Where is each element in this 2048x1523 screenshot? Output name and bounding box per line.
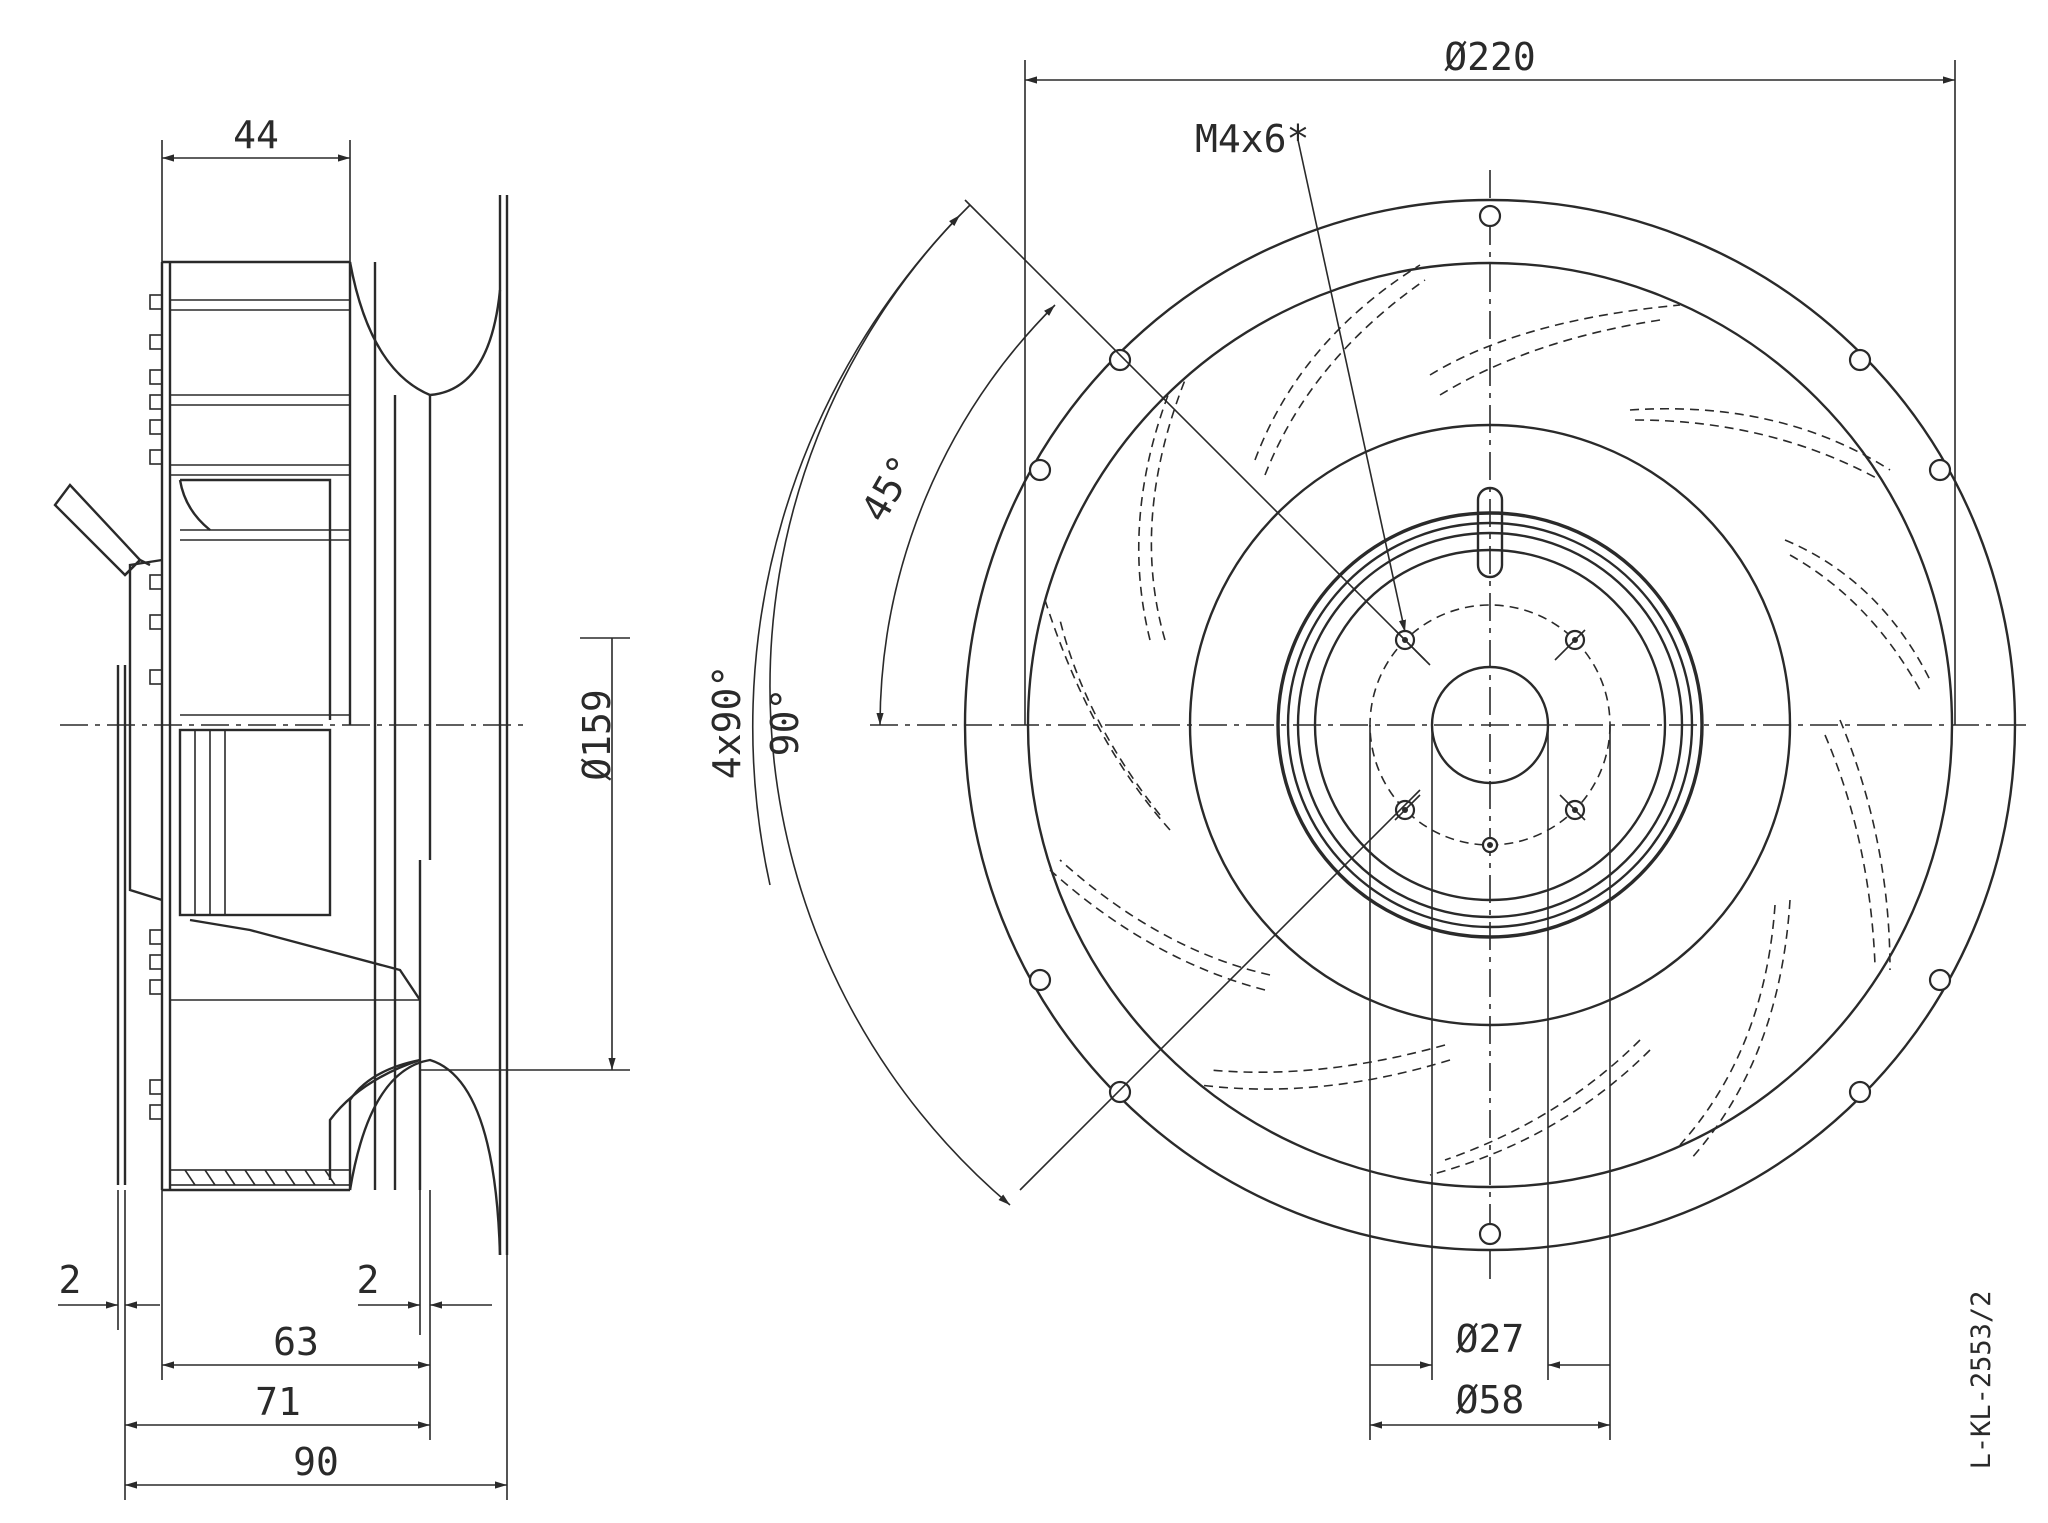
dim-63-label: 63 [273,1320,319,1364]
dim-27: Ø27 [1370,725,1610,1380]
dim-71-label: 71 [255,1380,301,1424]
side-view: 44 Ø159 2 2 63 [53,113,630,1500]
angle-45-label: 45° [853,448,925,529]
hub-outer-circle [1276,511,1704,939]
thread-callout: M4x6* [1195,117,1406,633]
dim-58-label: Ø58 [1456,1378,1525,1422]
dim-220-label: Ø220 [1444,35,1536,79]
cable [53,483,151,577]
front-view: Ø220 M4x6* 45° 90° 4x90° Ø27 [705,35,2030,1440]
dim-63: 63 [161,1190,431,1440]
dim-159: Ø159 [420,637,630,1071]
drawing-id: L-KL-2553/2 [1966,1291,1997,1470]
construction-line-45-upper [964,199,1431,666]
dim-159-label: Ø159 [575,689,619,781]
inlet-circle [1188,423,1792,1027]
dim-90: 90 [125,1255,508,1500]
dim-2-left: 2 [58,1190,160,1330]
rear-plate-inlet [328,195,509,1256]
thread-callout-label: M4x6* [1195,117,1309,161]
blade-outer-circle [1026,261,1954,1189]
angle-90-label: 90° [763,688,807,757]
angle-4x90: 4x90° [705,204,971,886]
dim-220: Ø220 [1024,35,1956,725]
front-plate-tabs [149,294,163,1120]
dim-71: 71 [124,1330,430,1500]
angle-4x90-label: 4x90° [705,665,749,779]
dim-2-right-label: 2 [357,1258,380,1302]
hub-ring-2 [1296,531,1684,919]
impeller-blades [1044,264,1931,1176]
dim-44-label: 44 [233,113,279,157]
hub-slot [1476,486,1504,579]
dim-90-label: 90 [293,1440,339,1484]
dim-2-right: 2 [357,1190,492,1335]
hub-ring-1 [1286,521,1694,929]
hub-ring-3 [1313,548,1667,902]
dim-58: Ø58 [1369,725,1611,1440]
hatching [169,1169,351,1186]
dim-2-left-label: 2 [59,1258,82,1302]
angle-90: 90° [763,214,1011,1206]
construction-line-45-lower [1019,789,1421,1191]
dim-44: 44 [161,113,351,262]
upper-blades [170,299,350,716]
dim-27-label: Ø27 [1456,1317,1525,1361]
